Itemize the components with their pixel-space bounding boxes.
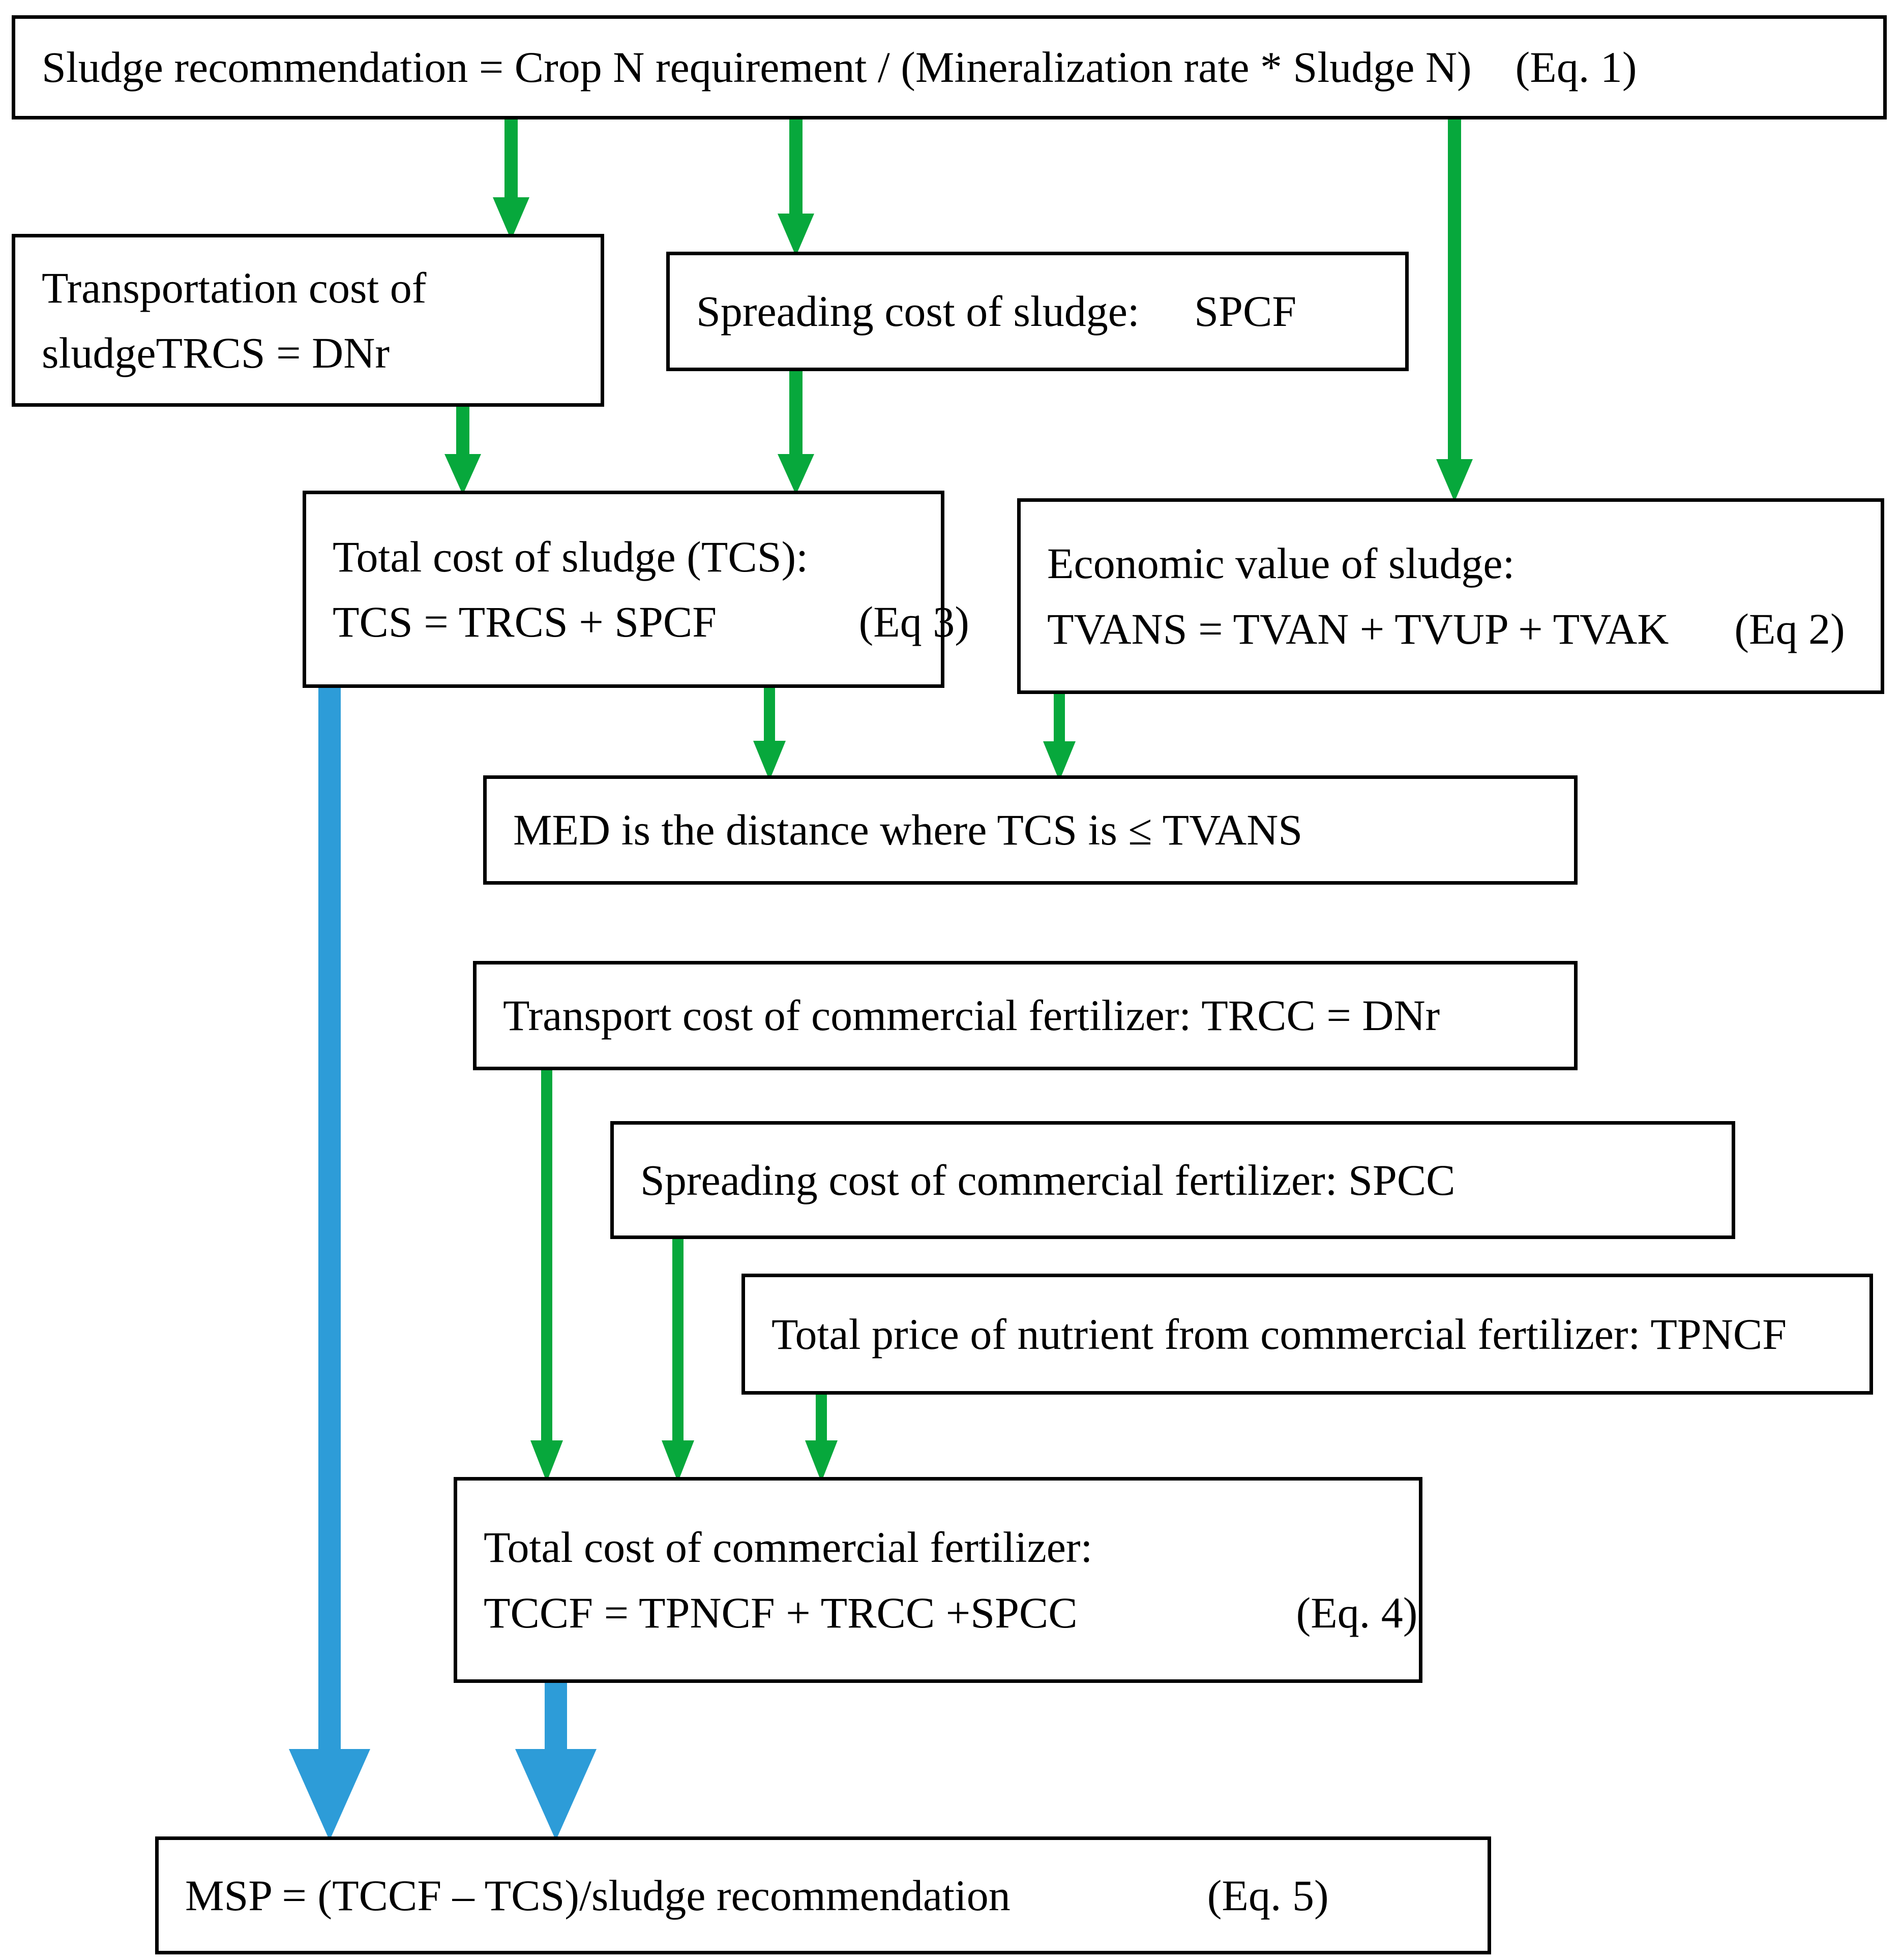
arrow-tcs-to-med — [752, 686, 787, 780]
arrow-shaft — [1054, 691, 1065, 742]
arrow-head — [778, 214, 814, 256]
arrow-spcf-to-tcs — [776, 370, 816, 495]
arrow-shaft — [504, 118, 518, 199]
arrow-eq1-to-tvans — [1434, 118, 1475, 502]
arrow-eq1-to-spcf — [776, 118, 816, 256]
box-line: Total price of nutrient from commercial … — [771, 1309, 1787, 1359]
box-total-cost-of-commercial-fertilizer: Total cost of commercial fertilizer: TCC… — [454, 1477, 1422, 1683]
arrow-shaft — [541, 1068, 552, 1441]
arrow-head — [662, 1440, 694, 1482]
arrow-trcc-to-tccf — [529, 1068, 565, 1482]
arrow-shaft — [544, 1682, 567, 1751]
box-spreading-cost-of-commercial-fertilizer: Spreading cost of commercial fertilizer:… — [610, 1121, 1735, 1239]
box-spreading-cost-of-sludge: Spreading cost of sludge: SPCF — [666, 252, 1409, 371]
box-line: sludgeTRCS = DNr — [42, 328, 390, 377]
box-transportation-cost-of-sludge: Transportation cost of sludgeTRCS = DNr — [12, 234, 604, 407]
box-total-cost-of-sludge: Total cost of sludge (TCS): TCS = TRCS +… — [303, 491, 969, 688]
arrow-head — [288, 1749, 370, 1841]
arrow-shaft — [816, 1392, 827, 1441]
box-line: Total cost of commercial fertilizer: — [484, 1523, 1093, 1572]
box-sludge-recommendation: Sludge recommendation = Crop N requireme… — [12, 15, 1887, 119]
box-total-price-of-nutrient: Total price of nutrient from commercial … — [741, 1274, 1873, 1395]
arrow-shaft — [672, 1237, 684, 1441]
arrow-tcs-to-msp — [285, 687, 374, 1841]
box-line: Economic value of sludge: — [1047, 539, 1515, 588]
box-line: Spreading cost of sludge: SPCF — [696, 287, 1297, 336]
arrow-shaft — [789, 370, 803, 456]
arrow-tccf-to-msp — [511, 1682, 600, 1841]
box-line: Spreading cost of commercial fertilizer:… — [640, 1155, 1456, 1204]
box-line: MED is the distance where TCS is ≤ TVANS — [513, 805, 1303, 855]
arrow-tvans-to-med — [1042, 691, 1077, 781]
arrow-head — [778, 454, 814, 495]
arrow-shaft — [318, 687, 341, 1750]
arrow-shaft — [764, 686, 775, 742]
box-maximum-economic-distance: MED is the distance where TCS is ≤ TVANS — [483, 775, 1578, 885]
arrow-shaft — [1448, 118, 1461, 461]
box-line: MSP = (TCCF – TCS)/sludge recommendation… — [185, 1871, 1329, 1920]
arrow-tpncf-to-tccf — [804, 1392, 839, 1482]
arrow-head — [753, 741, 786, 780]
box-line: Transport cost of commercial fertilizer:… — [503, 991, 1440, 1040]
box-line: Total cost of sludge (TCS): — [333, 532, 809, 581]
arrow-eq1-to-trcs — [491, 118, 531, 240]
box-line: Sludge recommendation = Crop N requireme… — [42, 43, 1637, 92]
arrow-shaft — [789, 118, 803, 216]
arrow-head — [1043, 741, 1076, 781]
box-line: TVANS = TVAN + TVUP + TVAK (Eq 2) — [1047, 604, 1845, 653]
box-economic-value-of-sludge: Economic value of sludge: TVANS = TVAN +… — [1017, 498, 1884, 694]
arrow-head — [1436, 459, 1473, 502]
box-line: Transportation cost of — [42, 263, 427, 312]
box-line: TCS = TRCS + SPCF (Eq 3) — [333, 597, 969, 646]
box-transport-cost-of-commercial-fertilizer: Transport cost of commercial fertilizer:… — [473, 961, 1578, 1070]
arrow-head — [493, 197, 529, 240]
arrow-trcs-to-tcs — [442, 406, 483, 495]
arrow-spcc-to-tccf — [660, 1237, 696, 1482]
arrow-head — [515, 1749, 597, 1841]
box-line: TCCF = TPNCF + TRCC +SPCC (Eq. 4) — [484, 1588, 1418, 1637]
arrow-head — [530, 1440, 563, 1482]
arrow-head — [444, 454, 481, 495]
box-maximum-sludge-price: MSP = (TCCF – TCS)/sludge recommendation… — [155, 1836, 1491, 1954]
arrow-shaft — [456, 406, 469, 456]
arrow-head — [805, 1440, 838, 1482]
